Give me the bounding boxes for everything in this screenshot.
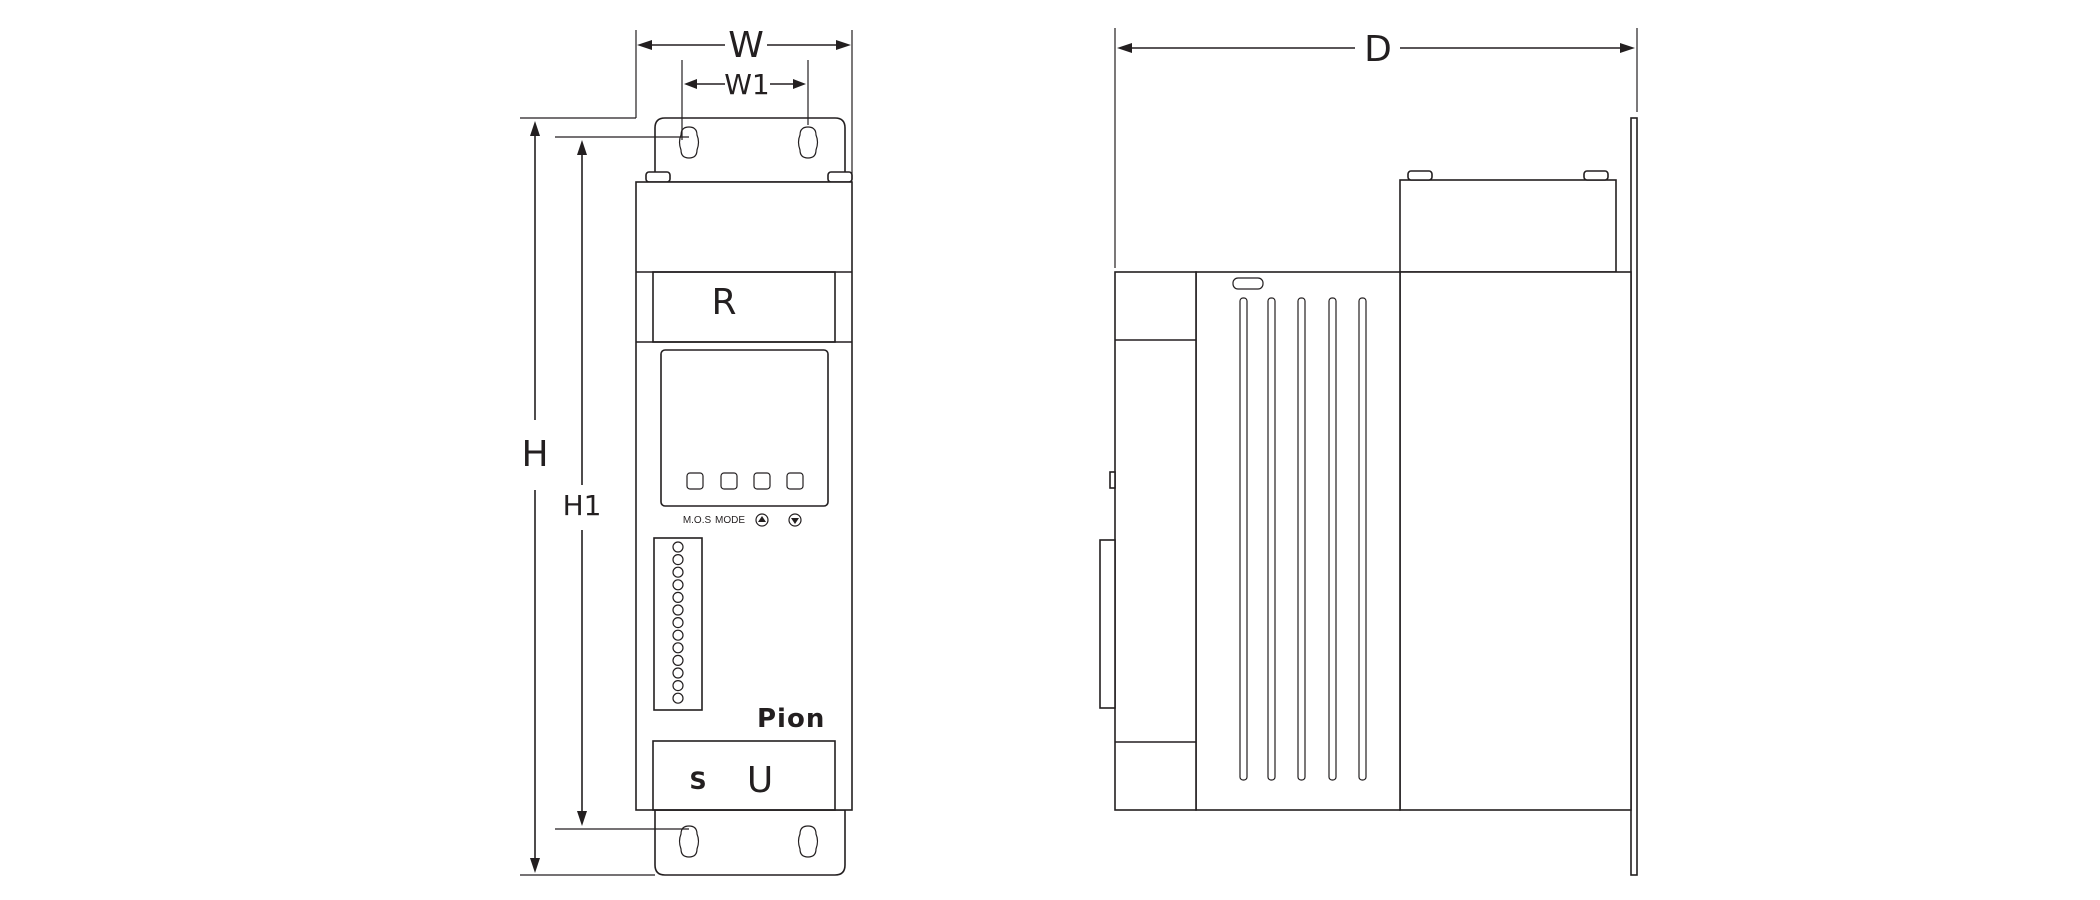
terminal-r-label: R bbox=[711, 282, 736, 323]
dimension-w-label: W bbox=[728, 25, 764, 66]
mode-key[interactable] bbox=[720, 472, 738, 490]
front-view: R M.O.S MODE Pion S U bbox=[520, 25, 853, 876]
side-view: D bbox=[1099, 28, 1638, 876]
vent-slot bbox=[1267, 297, 1276, 781]
vent-slots bbox=[1239, 297, 1367, 781]
terminal-s-label: S bbox=[689, 767, 706, 795]
bottom-mount-bracket bbox=[654, 809, 846, 876]
side-top-screw-right bbox=[1583, 170, 1609, 181]
side-front-connector bbox=[1099, 539, 1116, 709]
led-indicator bbox=[672, 541, 684, 553]
led-column bbox=[672, 541, 684, 704]
up-arrow-icon bbox=[755, 513, 769, 527]
top-right-screw-tab bbox=[827, 171, 853, 183]
bottom-right-keyhole bbox=[797, 825, 819, 858]
led-indicator bbox=[672, 692, 684, 704]
led-indicator bbox=[672, 629, 684, 641]
top-left-keyhole bbox=[678, 126, 700, 159]
dimension-h1-label: H1 bbox=[563, 489, 602, 522]
mos-key[interactable] bbox=[686, 472, 704, 490]
vent-slot bbox=[1239, 297, 1248, 781]
led-indicator bbox=[672, 654, 684, 667]
up-key[interactable] bbox=[753, 472, 771, 490]
led-indicator bbox=[672, 642, 684, 654]
bottom-left-keyhole bbox=[678, 825, 700, 858]
side-front-cover bbox=[1114, 271, 1197, 811]
side-rear-body bbox=[1399, 271, 1632, 811]
led-indicator bbox=[672, 553, 684, 566]
led-indicator bbox=[672, 616, 684, 629]
led-indicator bbox=[672, 679, 684, 692]
side-indicator-slot bbox=[1232, 277, 1264, 290]
vent-slot bbox=[1297, 297, 1306, 781]
vent-slot bbox=[1328, 297, 1337, 781]
mos-key-label: M.O.S bbox=[683, 515, 712, 526]
top-right-keyhole bbox=[797, 126, 819, 159]
down-key[interactable] bbox=[786, 472, 804, 490]
side-top-screw-left bbox=[1407, 170, 1433, 181]
side-front-tab bbox=[1109, 471, 1116, 489]
led-indicator bbox=[672, 604, 684, 616]
side-mount-plate bbox=[1630, 117, 1638, 876]
side-top-block bbox=[1399, 179, 1617, 273]
vent-slot bbox=[1358, 297, 1367, 781]
terminal-u-label: U bbox=[747, 760, 773, 801]
mode-key-label: MODE bbox=[715, 515, 745, 526]
led-indicator bbox=[672, 591, 684, 604]
led-indicator-strip bbox=[653, 537, 703, 711]
down-arrow-icon bbox=[788, 513, 802, 527]
top-left-screw-tab bbox=[645, 171, 671, 183]
dimension-w1-label: W1 bbox=[724, 68, 770, 101]
dimension-h-label: H bbox=[521, 434, 548, 475]
brand-logo: Pion bbox=[757, 704, 825, 734]
dimension-d-label: D bbox=[1364, 29, 1392, 70]
led-indicator bbox=[672, 566, 684, 578]
led-indicator bbox=[672, 667, 684, 679]
led-indicator bbox=[672, 579, 684, 591]
su-terminal-panel bbox=[652, 740, 836, 811]
display-panel bbox=[660, 349, 829, 507]
